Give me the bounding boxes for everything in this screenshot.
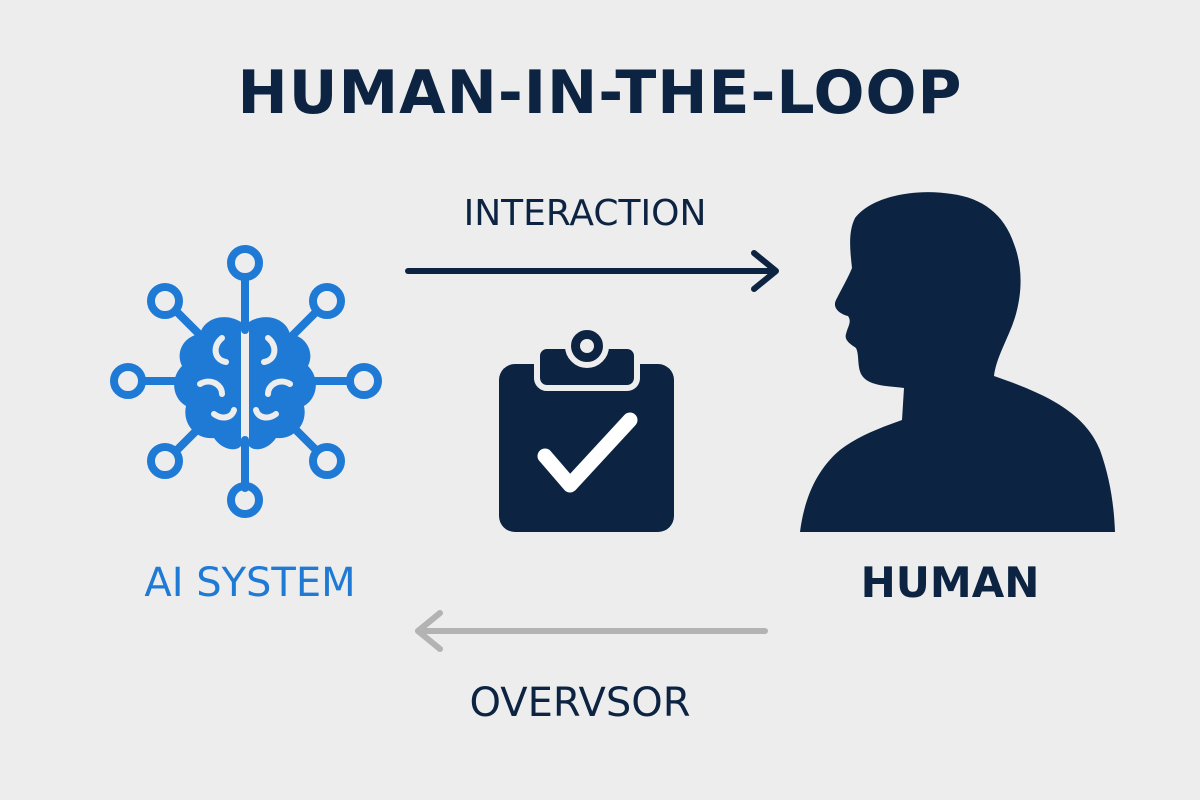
diagram-title: HUMAN-IN-THE-LOOP bbox=[237, 58, 963, 128]
interaction-label: INTERACTION bbox=[463, 193, 707, 234]
interaction-arrow bbox=[405, 250, 779, 292]
human-label: HUMAN bbox=[860, 558, 1040, 607]
brain-network-icon bbox=[110, 245, 382, 518]
oversight-arrow bbox=[415, 610, 768, 652]
oversight-label: OVERVSOR bbox=[469, 680, 691, 726]
brain-icon bbox=[174, 317, 316, 450]
clipboard-check-icon bbox=[499, 324, 674, 532]
person-silhouette-icon bbox=[800, 192, 1115, 533]
ai-system-label: AI SYSTEM bbox=[144, 560, 356, 606]
